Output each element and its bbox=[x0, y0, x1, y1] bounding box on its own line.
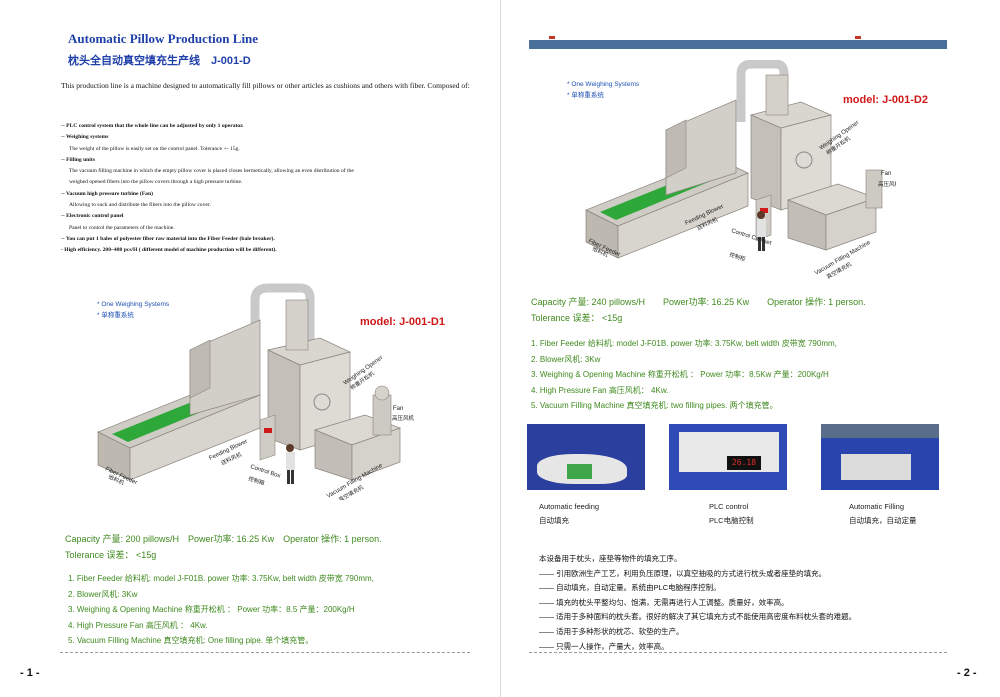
header-bar bbox=[529, 36, 947, 49]
fiber-feeder bbox=[97, 319, 261, 481]
operator-figure bbox=[757, 211, 766, 251]
control-box bbox=[259, 414, 276, 461]
weighing-opener bbox=[266, 299, 352, 451]
intro-paragraph: This production line is a machine design… bbox=[61, 81, 470, 90]
feature-line: -- Vacuum high pressure turbine (Fan) bbox=[61, 190, 153, 197]
vacuum-filling-machine bbox=[313, 385, 402, 481]
spec-item: 2. Blower风机: 3Kw bbox=[68, 589, 138, 599]
page-subtitle: 枕头全自动真空填充生产线 J-001-D bbox=[68, 55, 251, 67]
feature-line: -- PLC control system that the whole lin… bbox=[61, 123, 244, 129]
weighing-label-cn: * 单称重系统 bbox=[567, 92, 604, 99]
production-line-diagram: Fiber Feeder 给料机 Feeding Blower 送料风机 Wei… bbox=[97, 283, 415, 500]
footer-divider bbox=[60, 652, 470, 653]
label-control-box-cn: 控制箱 bbox=[247, 474, 266, 487]
page-2: * One Weighing Systems * 单称重系统 model: J-… bbox=[500, 0, 1000, 697]
weighing-label-cn: * 单称重系统 bbox=[97, 312, 134, 319]
page-1: Automatic Pillow Production Line 枕头全自动真空… bbox=[20, 31, 481, 679]
air-duct bbox=[250, 283, 315, 350]
feature-line: -- Weighing systems bbox=[61, 134, 109, 141]
tolerance-line: Tolerance 误差： <15g bbox=[531, 313, 623, 323]
feature-list: -- PLC control system that the whole lin… bbox=[61, 121, 481, 257]
spec-item: 2. Blower风机: 3Kw bbox=[531, 354, 601, 364]
spec-item: 1. Fiber Feeder 给料机: model J-F01B. power… bbox=[531, 339, 837, 348]
capacity-line: Capacity 产量: 200 pillows/H Power功率: 16.2… bbox=[65, 534, 382, 544]
feature-line: Allowing to suck and distribute the fibe… bbox=[69, 202, 211, 209]
description-line: —— 只需一人操作，产量大，效率高。 bbox=[539, 641, 669, 651]
operator-figure bbox=[286, 444, 295, 484]
feature-line: weighed opened fibers into the pillow co… bbox=[69, 179, 243, 186]
photo-plc-control: 26.18 bbox=[669, 424, 787, 490]
feature-line: The vacuum filling machine in which the … bbox=[69, 168, 354, 175]
footer-divider bbox=[529, 652, 947, 653]
description-line: —— 引用欧洲生产工艺，利用负压原理，以真空抽吸的方式进行枕头或者座垫的填充。 bbox=[539, 568, 827, 578]
spec-list: 1. Fiber Feeder 给料机: model J-F01B. power… bbox=[531, 336, 837, 414]
label-control-cabinet-cn: 控制柜 bbox=[728, 250, 747, 263]
label-fan-cn: 高压风机 bbox=[878, 180, 896, 188]
feature-line: - High efficiency. 200~480 pcs/H ( diffe… bbox=[61, 247, 277, 254]
spec-item: 4. High Pressure Fan 高压风机： 4Kw. bbox=[531, 385, 669, 395]
photo-caption-en: Automatic feeding bbox=[539, 502, 600, 511]
spec-item: 4. High Pressure Fan 高压风机 ： 4Kw. bbox=[68, 620, 208, 630]
spec-item: 5. Vacuum Filling Machine 真空填充机: One fil… bbox=[68, 636, 314, 645]
label-fan: Fan bbox=[881, 171, 891, 177]
spec-item: 1. Fiber Feeder 给料机: model J-F01B. power… bbox=[68, 574, 374, 583]
feature-line: -- Filling units bbox=[61, 156, 95, 163]
photo-automatic-filling bbox=[821, 424, 939, 490]
description-line: —— 填充的枕头平整均匀、饱满，无需再进行人工调整。质量好，效率高。 bbox=[539, 597, 789, 607]
spec-item: 3. Weighing & Opening Machine 称重开松机 ： Po… bbox=[68, 605, 355, 614]
label-fan: Fan bbox=[393, 406, 403, 412]
fiber-feeder bbox=[585, 99, 749, 259]
description-line: —— 适用于多种面料的枕头套。很好的解决了其它填充方式不能使用高密度布料枕头套的… bbox=[539, 612, 857, 622]
capacity-line: Capacity 产量: 240 pillows/H Power功率: 16.2… bbox=[531, 297, 866, 307]
spec-item: 3. Weighing & Opening Machine 称重开松机 ： Po… bbox=[531, 370, 829, 379]
feature-line: The weight of the pillow is easily set o… bbox=[69, 145, 240, 152]
description-line: 本设备用于枕头，座垫等物件的填充工序。 bbox=[539, 554, 682, 563]
air-duct bbox=[736, 60, 789, 122]
vacuum-filling-machine bbox=[786, 169, 883, 251]
weighing-label-en: * One Weighing Systems bbox=[97, 301, 170, 308]
feature-line: -- Electronic control panel bbox=[61, 213, 124, 220]
photo-automatic-feeding bbox=[527, 424, 645, 490]
page-number: - 1 - bbox=[20, 667, 40, 679]
photo-caption-en: PLC control bbox=[709, 502, 749, 511]
description-line: —— 适用于多种形状的枕芯、软垫的生产。 bbox=[539, 626, 684, 636]
page-title: Automatic Pillow Production Line bbox=[68, 31, 259, 46]
page-number: - 2 - bbox=[957, 667, 977, 679]
model-label: model: J-001-D1 bbox=[360, 316, 445, 328]
tolerance-line: Tolerance 误差： <15g bbox=[65, 550, 157, 560]
photo-caption-cn: 自动填充，自动定量 bbox=[849, 516, 917, 525]
label-fan-cn: 高压风机 bbox=[392, 414, 415, 422]
photo-caption-en: Automatic Filling bbox=[849, 502, 905, 511]
chinese-description: 本设备用于枕头，座垫等物件的填充工序。 —— 引用欧洲生产工艺，利用负压原理，以真… bbox=[539, 552, 856, 654]
weighing-label-en: * One Weighing Systems bbox=[567, 81, 640, 88]
model-label: model: J-001-D2 bbox=[843, 94, 928, 106]
feature-line: -- You can put 1 bales of polyester fibe… bbox=[61, 235, 275, 242]
weighing-opener bbox=[749, 74, 833, 211]
spec-list: 1. Fiber Feeder 给料机: model J-F01B. power… bbox=[68, 571, 374, 649]
feature-line: Panel to control the parameters of the m… bbox=[69, 224, 175, 231]
plc-display: 26.18 bbox=[727, 456, 761, 470]
description-line: —— 自动填充，自动定量。系统由PLC电脑程序控制。 bbox=[539, 583, 721, 593]
photo-caption-cn: 自动填充 bbox=[539, 516, 569, 525]
photo-caption-cn: PLC电脑控制 bbox=[709, 516, 754, 525]
spec-item: 5. Vacuum Filling Machine 真空填充机: two fil… bbox=[531, 401, 778, 410]
production-line-diagram: Fiber Feeder 给料机 Feeding Blower 送料风机 Wei… bbox=[585, 60, 896, 281]
